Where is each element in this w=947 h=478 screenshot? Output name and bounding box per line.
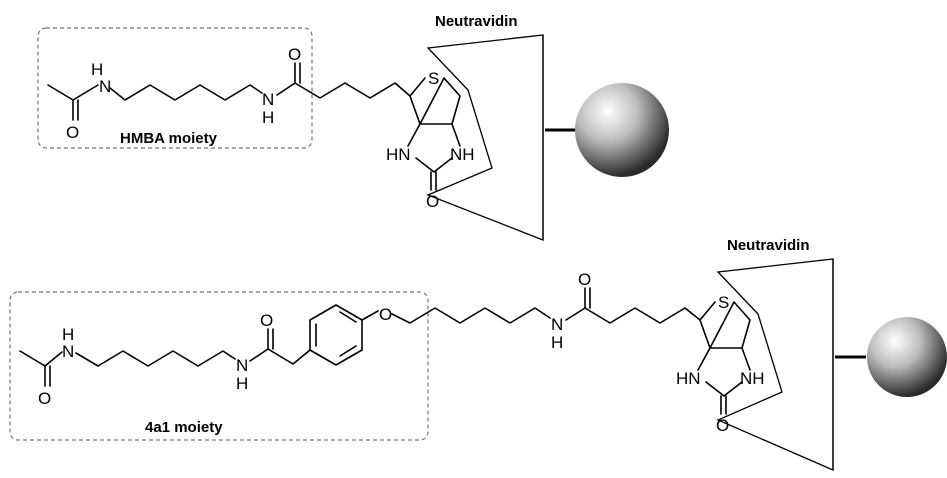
top-urea-oxygen: O: [426, 192, 439, 211]
top-nh2-n: N: [262, 90, 274, 109]
top-construct: O N H N H O S HN NH O HMBA moiety Neutra…: [37, 13, 669, 241]
top-hn: HN: [386, 145, 411, 164]
top-neutravidin-label: Neutravidin: [435, 13, 518, 30]
bottom-benzene-ring: [309, 304, 363, 366]
top-thiolane-left: [409, 95, 421, 125]
top-hexyl-chain: [109, 84, 263, 101]
bottom-amide-chain: [249, 348, 311, 365]
top-nh3: NH: [450, 145, 475, 164]
top-sulfur: S: [428, 69, 439, 88]
bottom-neutravidin-label: Neutravidin: [727, 237, 810, 254]
bottom-imidazolidinone-ring: [697, 347, 751, 397]
bottom-neutravidin-pocket: [716, 258, 834, 471]
bottom-construct: O N H N H O O N H O S HN NH O: [9, 237, 947, 471]
top-neutravidin-pocket: [426, 34, 544, 241]
bottom-ether-oxygen: O: [379, 305, 392, 324]
bottom-acetyl-bonds: [19, 350, 63, 367]
moiety-4a1-box: [9, 291, 429, 441]
bottom-nh3-n: N: [551, 315, 563, 334]
bottom-thiolane-left: [699, 319, 711, 349]
top-imidazolidinone-ring: [407, 123, 461, 173]
bottom-sulfur: S: [718, 293, 729, 312]
bottom-linker-chain: [391, 307, 551, 324]
bottom-nh3-h: H: [551, 333, 563, 352]
bottom-bead: [867, 317, 947, 397]
top-acetyl-oxygen: O: [66, 123, 79, 142]
bottom-acetyl-oxygen: O: [38, 389, 51, 408]
bottom-phenoxy-bond: [361, 310, 379, 321]
bottom-hn: HN: [676, 369, 701, 388]
moiety-4a1-label: 4a1 moiety: [145, 419, 223, 436]
top-amide-oxygen: O: [288, 45, 301, 64]
bottom-benzene-inner: [315, 311, 357, 357]
top-acetyl-bonds: [47, 84, 99, 101]
hmba-moiety-label: HMBA moiety: [120, 130, 218, 147]
top-amide-chain: [276, 82, 411, 99]
hmba-moiety-box: [37, 27, 313, 149]
bottom-nh1-h: H: [62, 325, 74, 344]
bottom-nh1-n: N: [62, 342, 74, 361]
bottom-amide2-chain: [565, 307, 701, 324]
bottom-urea-oxygen: O: [716, 416, 729, 435]
top-nh2-h: H: [262, 108, 274, 127]
top-nh1-n: N: [99, 77, 111, 96]
bottom-amide-oxygen: O: [260, 311, 273, 330]
bottom-hexyl-chain: [75, 350, 236, 367]
bottom-nh2-h: H: [236, 374, 248, 393]
top-nh1-h: H: [91, 60, 103, 79]
top-bead: [575, 83, 669, 177]
bottom-amide2-oxygen: O: [578, 270, 591, 289]
bottom-nh4: NH: [740, 369, 765, 388]
bottom-nh2-n: N: [236, 356, 248, 375]
